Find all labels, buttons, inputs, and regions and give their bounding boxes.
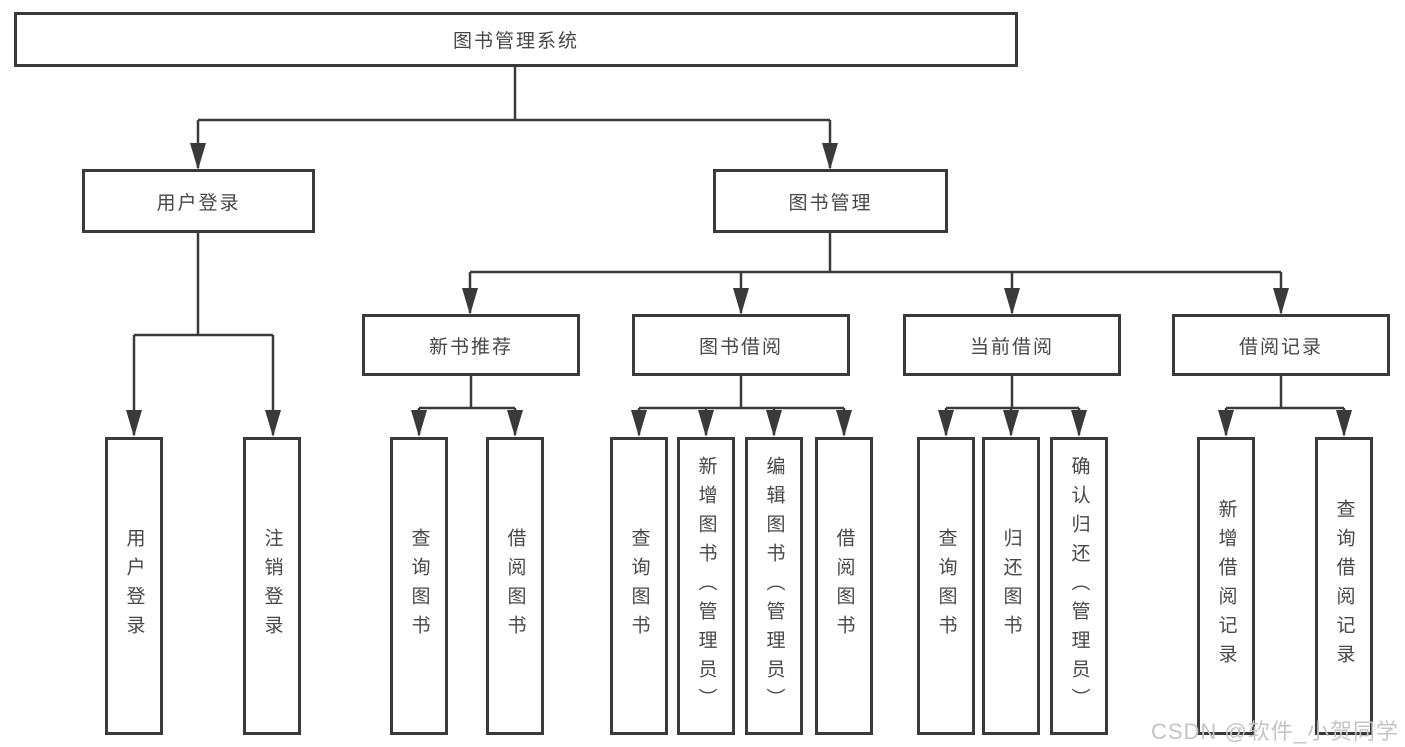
arrowhead	[733, 288, 749, 315]
leaf-recommend-borrow-books-label: 借阅图书	[504, 528, 526, 644]
leaf-current-query-books: 查询图书	[917, 437, 975, 735]
arrowhead	[766, 410, 782, 437]
leaf-records-add-record-label: 新增借阅记录	[1215, 499, 1237, 673]
node-book-borrow-label: 图书借阅	[698, 336, 783, 358]
leaf-user-login: 用户登录	[105, 437, 163, 735]
node-borrow-records-label: 借阅记录	[1238, 336, 1323, 358]
node-user-login-label: 用户登录	[156, 192, 241, 214]
node-new-book-recommend: 新书推荐	[362, 314, 580, 376]
arrowhead	[698, 410, 714, 437]
leaf-records-query-record-label: 查询借阅记录	[1333, 499, 1355, 673]
leaf-logout-label: 注销登录	[261, 528, 283, 644]
arrowhead	[462, 288, 478, 315]
leaf-borrow-borrow-books-label: 借阅图书	[833, 528, 855, 644]
arrowhead	[126, 410, 142, 437]
branch-borrow-records	[1224, 376, 1346, 435]
arrowhead	[411, 410, 427, 437]
arrowhead	[265, 410, 281, 437]
leaf-records-add-record: 新增借阅记录	[1197, 437, 1255, 735]
arrowhead	[1071, 410, 1087, 437]
node-root-label: 图书管理系统	[452, 31, 579, 52]
branch-book-borrow	[637, 376, 846, 435]
node-borrow-records: 借阅记录	[1172, 314, 1390, 376]
node-current-borrow: 当前借阅	[903, 314, 1121, 376]
branch-current-borrow	[944, 376, 1081, 435]
arrowhead	[631, 410, 647, 437]
leaf-current-return-books-label: 归还图书	[1000, 528, 1022, 644]
leaf-current-query-books-label: 查询图书	[935, 528, 957, 644]
leaf-borrow-edit-books-admin-label: 编辑图书（管理员）	[763, 455, 785, 717]
arrowhead	[1003, 410, 1019, 437]
node-book-management: 图书管理	[713, 169, 948, 233]
arrowhead	[1273, 288, 1289, 315]
arrowhead	[938, 410, 954, 437]
node-new-book-recommend-label: 新书推荐	[428, 336, 513, 358]
node-user-login: 用户登录	[82, 169, 315, 233]
arrowhead	[822, 143, 838, 170]
leaf-recommend-borrow-books: 借阅图书	[486, 437, 544, 735]
leaf-borrow-query-books-label: 查询图书	[628, 528, 650, 644]
branch-new-book-recommend	[417, 376, 517, 435]
leaf-recommend-query-books-label: 查询图书	[408, 528, 430, 644]
node-current-borrow-label: 当前借阅	[969, 336, 1054, 358]
node-book-borrow: 图书借阅	[632, 314, 850, 376]
arrowhead	[190, 143, 206, 170]
arrowhead	[1218, 410, 1234, 437]
leaf-current-confirm-return-admin: 确认归还（管理员）	[1050, 437, 1108, 735]
leaf-current-confirm-return-admin-label: 确认归还（管理员）	[1068, 455, 1090, 717]
arrowhead	[507, 410, 523, 437]
node-book-management-label: 图书管理	[788, 192, 873, 214]
leaf-borrow-query-books: 查询图书	[610, 437, 668, 735]
leaf-borrow-borrow-books: 借阅图书	[815, 437, 873, 735]
node-root: 图书管理系统	[14, 12, 1018, 67]
leaf-records-query-record: 查询借阅记录	[1315, 437, 1373, 735]
leaf-borrow-add-books-admin: 新增图书（管理员）	[677, 437, 735, 735]
branch-book-management	[468, 232, 1283, 313]
arrowhead	[836, 410, 852, 437]
leaf-logout: 注销登录	[243, 437, 301, 735]
branch-user-login	[132, 232, 275, 435]
arrowhead	[1336, 410, 1352, 437]
arrowhead	[1004, 288, 1020, 315]
branch-root	[196, 66, 832, 168]
leaf-borrow-edit-books-admin: 编辑图书（管理员）	[745, 437, 803, 735]
leaf-borrow-add-books-admin-label: 新增图书（管理员）	[695, 455, 717, 717]
leaf-current-return-books: 归还图书	[982, 437, 1040, 735]
leaf-user-login-label: 用户登录	[123, 528, 145, 644]
csdn-watermark: CSDN @软件_小贺同学	[1150, 719, 1399, 744]
leaf-recommend-query-books: 查询图书	[390, 437, 448, 735]
